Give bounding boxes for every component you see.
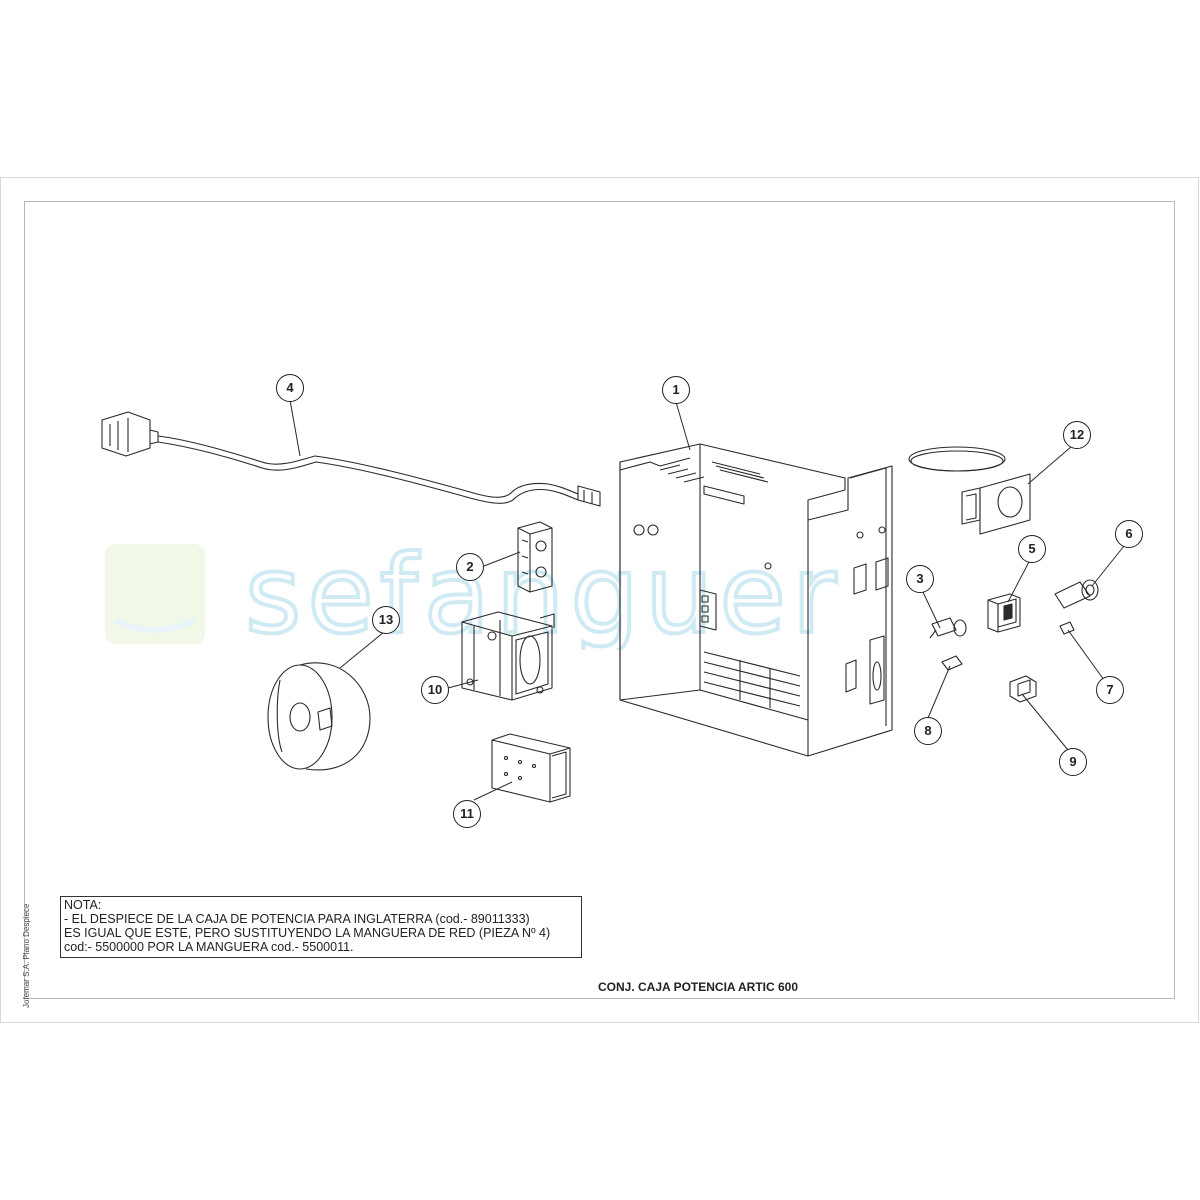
- mains-cable-part: [101, 411, 601, 507]
- watermark-logo: sefanguer: [105, 540, 842, 650]
- callout-13: 13: [372, 606, 400, 634]
- power-box-chassis-part: [619, 443, 893, 757]
- switch-block-part: [517, 521, 553, 593]
- inner-frame: [24, 201, 1175, 999]
- callout-5: 5: [1018, 535, 1046, 563]
- drawing-title: CONJ. CAJA POTENCIA ARTIC 600: [598, 980, 799, 994]
- fuse-small-part: [1059, 621, 1075, 635]
- callout-4: 4: [276, 374, 304, 402]
- outer-frame: [0, 177, 1199, 1023]
- callout-11: 11: [453, 800, 481, 828]
- callout-1: 1: [662, 376, 690, 404]
- note-line-2: ES IGUAL QUE ESTE, PERO SUSTITUYENDO LA …: [64, 926, 551, 940]
- callout-6: 6: [1115, 520, 1143, 548]
- fuse-holder-part: [1054, 579, 1099, 609]
- watermark-text: sefanguer: [245, 540, 842, 650]
- callout-3: 3: [906, 565, 934, 593]
- note-box: NOTA: - EL DESPIECE DE LA CAJA DE POTENC…: [60, 896, 582, 958]
- rocker-switch-part: [987, 593, 1021, 633]
- note-heading: NOTA:: [64, 898, 102, 912]
- callout-7: 7: [1096, 676, 1124, 704]
- indicator-part: [1009, 675, 1037, 703]
- callout-12: 12: [1063, 421, 1091, 449]
- transformer-part: [461, 611, 555, 701]
- note-line-3: cod:- 5500000 POR LA MANGUERA cod.- 5500…: [64, 940, 354, 954]
- ring-bracket-part: [908, 446, 1031, 535]
- callout-9: 9: [1059, 748, 1087, 776]
- toroid-part: [267, 662, 371, 771]
- terminal-block-part: [491, 733, 571, 803]
- callout-2: 2: [456, 553, 484, 581]
- callout-8: 8: [914, 717, 942, 745]
- note-line-1: - EL DESPIECE DE LA CAJA DE POTENCIA PAR…: [64, 912, 530, 926]
- fuse-part: [941, 655, 963, 671]
- side-label: Jofemar S.A. Plano Despiece: [22, 903, 31, 1009]
- pilot-lamp-part: [929, 617, 967, 639]
- leader-lines: [289, 399, 1125, 801]
- callout-10: 10: [421, 676, 449, 704]
